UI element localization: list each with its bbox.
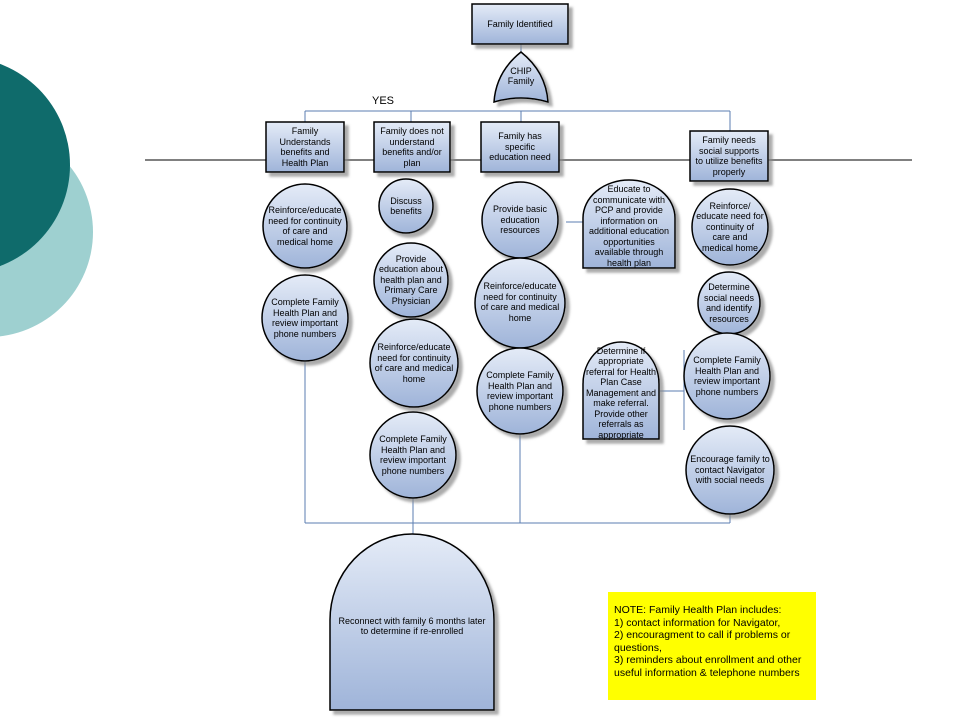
note-item-2: 2) encouragment to call if problems or q… [614, 629, 791, 654]
node-col4-complete-plan: Complete Family Health Plan and review i… [693, 355, 761, 397]
header-box-shapes [265, 121, 769, 182]
arch-nodes [329, 179, 676, 711]
note-item-3: 3) reminders about enrollment and other … [614, 654, 802, 679]
node-col3-basic-resources: Provide basic education resources [492, 204, 548, 236]
node-chip-family: CHIP Family [507, 65, 535, 87]
header-understands: Family Understands benefits and Health P… [279, 126, 331, 168]
note-item-1: 1) contact information for Navigator, [614, 616, 781, 629]
node-col2-reinforce: Reinforce/educate need for continuity of… [374, 342, 454, 384]
node-col3-complete-plan: Complete Family Health Plan and review i… [486, 370, 554, 412]
node-col4-reinforce: Reinforce/ educate need for continuity o… [696, 200, 764, 253]
node-col2-complete-plan: Complete Family Health Plan and review i… [379, 434, 447, 476]
node-col2-discuss: Discuss benefits [390, 195, 422, 217]
node-col3-educate-pcp: Educate to communicate with PCP and prov… [588, 184, 670, 268]
yes-label: YES [372, 95, 395, 107]
node-reconnect: Reconnect with family 6 months later to … [338, 615, 486, 637]
header-specific-need: Family has specific education need [489, 131, 551, 163]
node-family-identified: Family Identified [487, 18, 553, 29]
top-box [471, 3, 569, 45]
node-col4-referral: Determine if appropriate referral for He… [585, 345, 657, 440]
decor-circle-dark [0, 63, 70, 267]
note-box: NOTE: Family Health Plan includes: 1) co… [608, 592, 816, 700]
chip-shape [493, 51, 549, 104]
header-social-supports: Family needs social supports to utilize … [695, 135, 763, 177]
node-col4-social-needs: Determine social needs and identify reso… [703, 282, 755, 324]
note-title: NOTE: Family Health Plan includes: [614, 604, 782, 616]
node-col1-complete-plan: Complete Family Health Plan and review i… [271, 297, 339, 339]
header-not-understand: Family does not understand benefits and/… [380, 126, 444, 168]
circle-nodes [261, 178, 775, 515]
node-col2-provide-education: Provide education about health plan and … [378, 253, 444, 306]
node-col4-encourage: Encourage family to contact Navigator wi… [690, 454, 770, 486]
node-col1-reinforce: Reinforce/educate need for continuity of… [268, 205, 342, 247]
node-col3-reinforce: Reinforce/educate need for continuity of… [480, 281, 560, 323]
